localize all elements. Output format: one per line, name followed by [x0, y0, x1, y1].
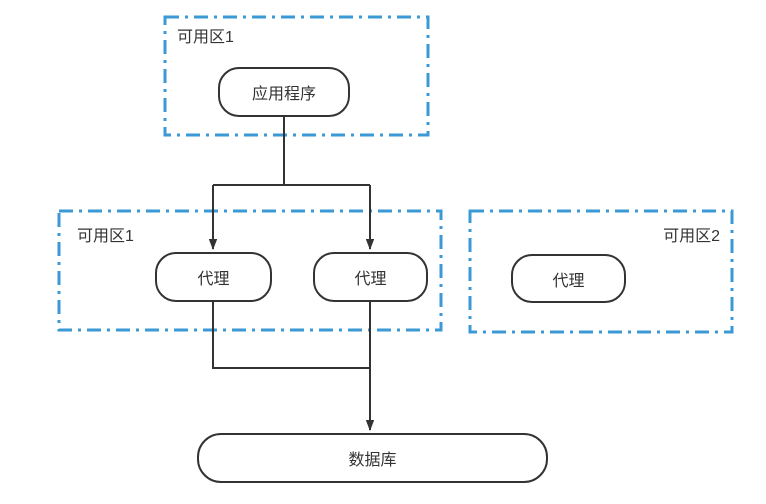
node-proxy-zone2: 代理 — [511, 254, 626, 303]
zone-right-rect — [468, 209, 734, 334]
node-database: 数据库 — [197, 433, 548, 483]
zone-top-rect — [163, 15, 430, 137]
edge-proxy-a-to-join — [212, 302, 370, 369]
node-proxy-zone1-left: 代理 — [155, 252, 272, 302]
zone-right-label: 可用区2 — [663, 228, 720, 245]
zone-left-rect — [57, 209, 443, 332]
edge-app-split — [213, 116, 370, 186]
zone-top-label: 可用区1 — [177, 29, 234, 46]
node-application: 应用程序 — [218, 67, 350, 117]
node-proxy-zone1-right: 代理 — [313, 252, 428, 302]
zone-left-label: 可用区1 — [77, 228, 134, 245]
